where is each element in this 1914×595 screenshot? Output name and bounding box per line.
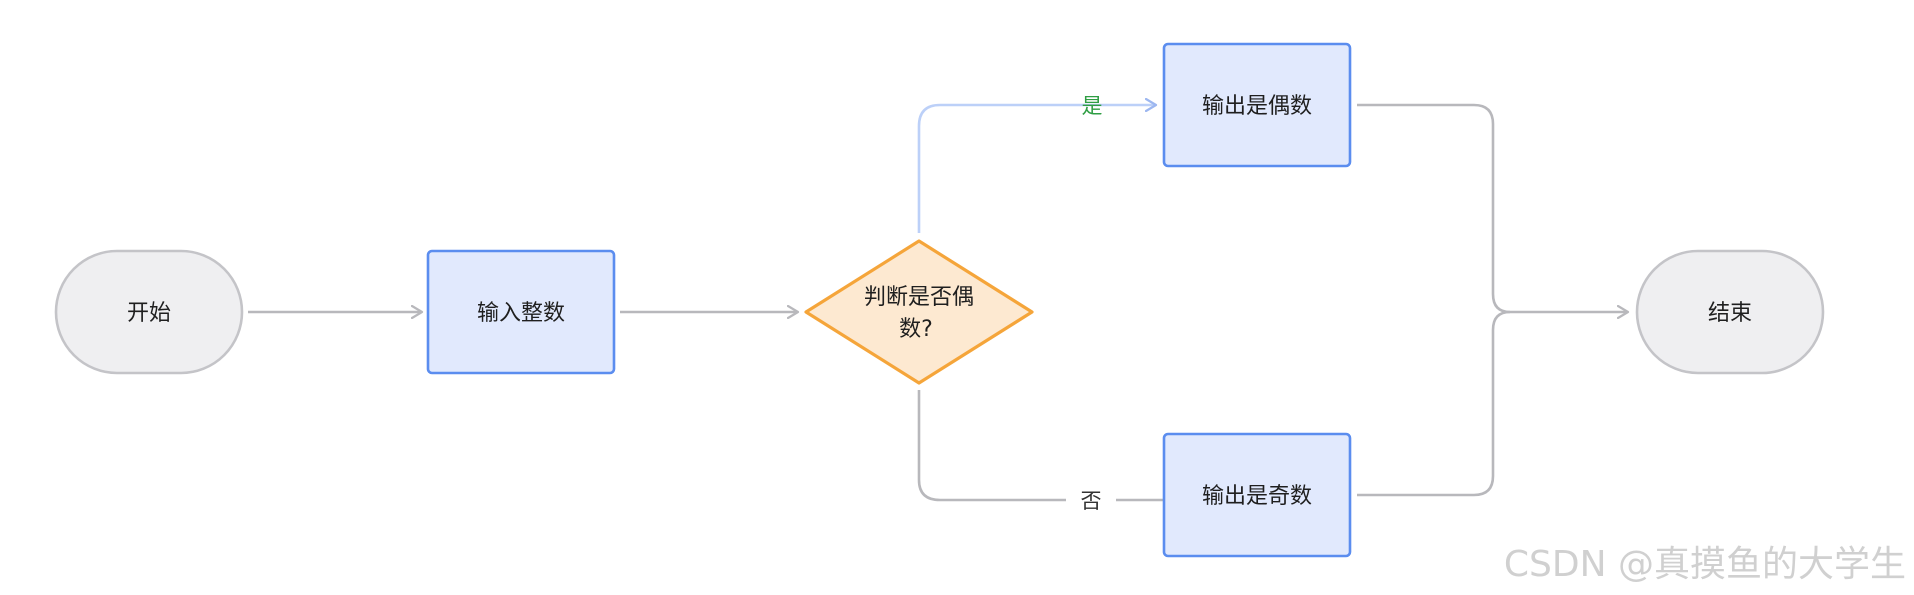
decision-diamond-shape bbox=[804, 239, 1034, 385]
odd-process-shape bbox=[1162, 432, 1352, 558]
input-process-shape bbox=[426, 249, 616, 375]
start-label: 开始 bbox=[127, 301, 171, 326]
edge-decision-to-even bbox=[917, 105, 1156, 233]
odd-label: 输出是奇数 bbox=[1202, 484, 1312, 509]
edge-decision-to-odd bbox=[917, 390, 1066, 502]
node-input: 输入整数 bbox=[426, 249, 616, 375]
decision-label-line-1: 判断是否偶 bbox=[864, 285, 974, 310]
node-start: 开始 bbox=[54, 249, 244, 375]
watermark-text: CSDN @真摸鱼的大学生 bbox=[1504, 544, 1906, 585]
node-odd: 输出是奇数 bbox=[1162, 432, 1352, 558]
decision-label-line-2: 数? bbox=[899, 317, 933, 342]
end-label: 结束 bbox=[1708, 301, 1752, 326]
even-process-shape bbox=[1162, 42, 1352, 168]
edge-even-to-end bbox=[1357, 103, 1628, 312]
edge-label-yes: 是 bbox=[1082, 94, 1103, 118]
node-even: 输出是偶数 bbox=[1162, 42, 1352, 168]
node-decision: 判断是否偶 数? bbox=[804, 239, 1034, 385]
input-label: 输入整数 bbox=[477, 301, 565, 326]
start-terminal-shape bbox=[54, 249, 244, 375]
even-label: 输出是偶数 bbox=[1202, 94, 1312, 119]
node-end: 结束 bbox=[1635, 249, 1825, 375]
edge-odd-to-end bbox=[1357, 310, 1511, 497]
edge-label-no: 否 bbox=[1081, 489, 1102, 513]
end-terminal-shape bbox=[1635, 249, 1825, 375]
